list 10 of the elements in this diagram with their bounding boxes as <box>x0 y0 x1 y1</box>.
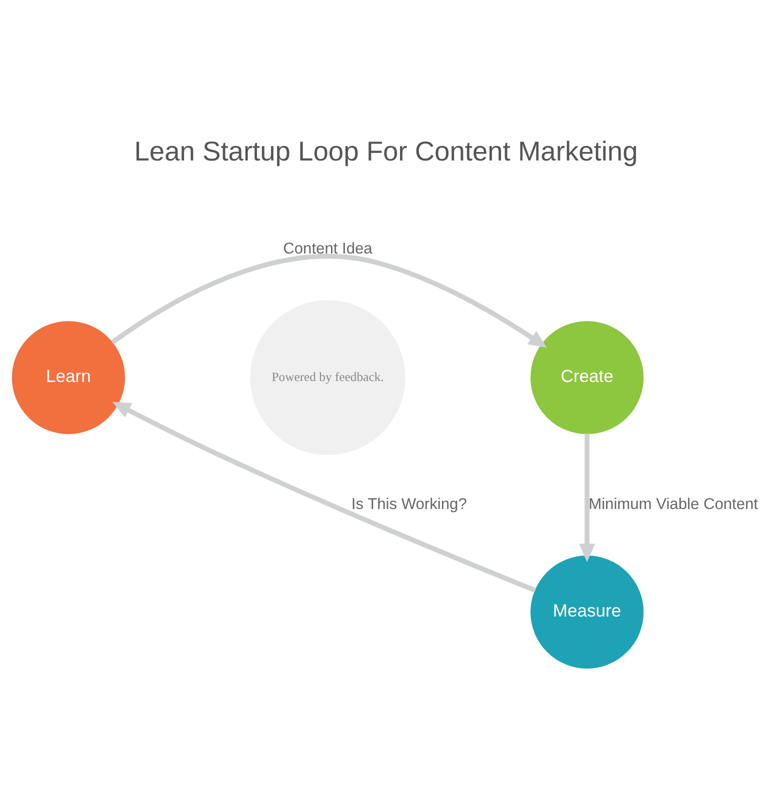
edge-label: Minimum Viable Content <box>588 496 758 514</box>
arrow <box>579 434 596 562</box>
arrow <box>110 254 547 348</box>
node-circle: Learn <box>12 321 125 434</box>
edge-label: Is This Working? <box>351 496 467 514</box>
arrow <box>112 402 536 593</box>
diagram-title: Lean Startup Loop For Content Marketing <box>134 136 638 167</box>
node-circle: Create <box>530 321 644 434</box>
edge-label: Content Idea <box>283 240 372 258</box>
node-circle: Measure <box>530 556 644 669</box>
